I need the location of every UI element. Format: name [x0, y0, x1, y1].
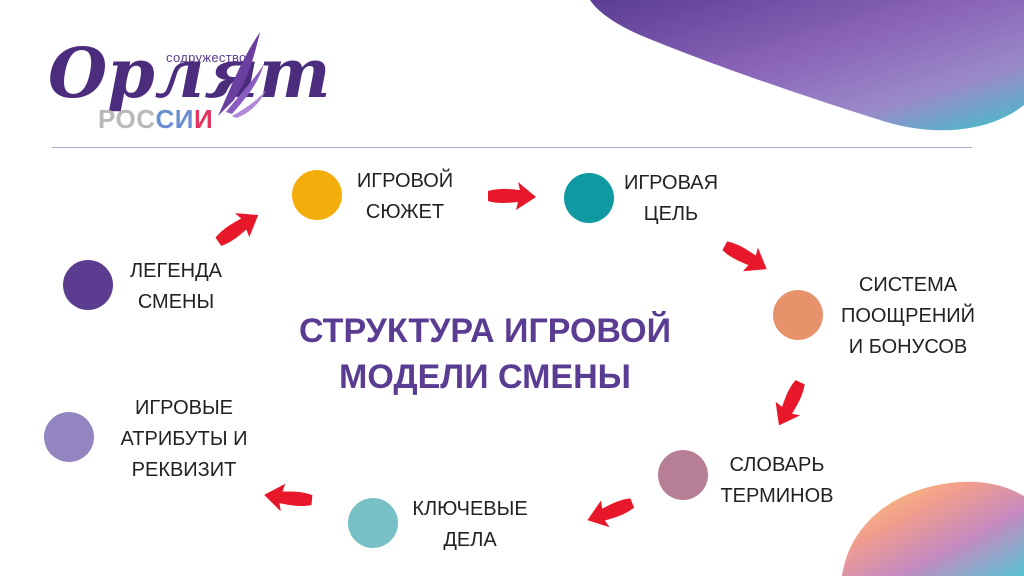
header-divider	[52, 147, 972, 148]
node-circle	[63, 260, 113, 310]
orlyata-logo: содружество Орлят РОССИИ	[46, 28, 331, 135]
flow-arrow-icon	[215, 213, 259, 246]
logo-main-word: Орлят	[48, 34, 331, 114]
top-right-gradient-blob	[590, 0, 1024, 131]
flow-arrow-icon	[587, 498, 635, 528]
logo-top-word: содружество	[166, 50, 247, 65]
node-label: ИГРОВОЙ СЮЖЕТ	[356, 170, 454, 223]
node-circle	[44, 412, 94, 462]
node-label: ЛЕГЕНДА СМЕНЫ	[130, 260, 222, 313]
node-circle	[658, 450, 708, 500]
node-circle	[292, 170, 342, 220]
flow-arrow-icon	[488, 182, 536, 210]
node-label: СЛОВАРЬ ТЕРМИНОВ	[720, 454, 834, 507]
logo-letter: С	[155, 104, 175, 134]
flow-arrow-icon	[722, 241, 767, 272]
wing-icon	[218, 32, 266, 118]
node-circle	[564, 173, 614, 223]
diagram-title: СТРУКТУРА ИГРОВОЙ МОДЕЛИ СМЕНЫ	[298, 312, 672, 396]
bottom-right-gradient-blob	[842, 481, 1024, 576]
node-label: ИГРОВЫЕ АТРИБУТЫ И РЕКВИЗИТ	[120, 397, 248, 481]
node-circle	[773, 290, 823, 340]
node-label: СИСТЕМА ПООЩРЕНИЙ И БОНУСОВ	[840, 274, 976, 358]
node-label: ИГРОВАЯ ЦЕЛЬ	[623, 172, 719, 225]
node-circle	[348, 498, 398, 548]
logo-letter: О	[115, 104, 137, 134]
node-label: КЛЮЧЕВЫЕ ДЕЛА	[412, 498, 528, 551]
logo-country-word: РОССИИ	[98, 104, 213, 135]
flow-arrow-icon	[775, 380, 805, 426]
logo-letter: Р	[98, 104, 116, 134]
logo-letter: С	[136, 104, 156, 134]
logo-letter: И	[193, 104, 214, 134]
flow-arrow-icon	[264, 483, 313, 512]
logo-letter: И	[174, 104, 194, 134]
